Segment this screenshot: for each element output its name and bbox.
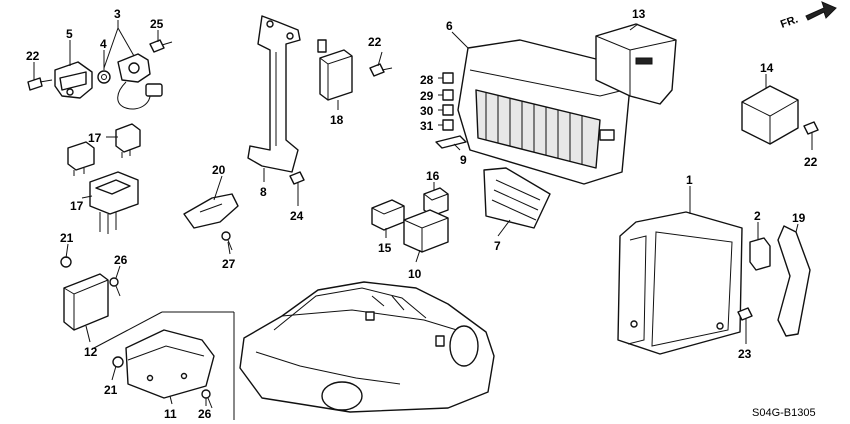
callout: 8: [260, 185, 267, 199]
callout: 19: [792, 211, 806, 225]
callout: 20: [212, 163, 226, 177]
part-6-fuse-box: [457, 39, 631, 185]
part-22-bolt-left: [27, 77, 53, 91]
fuse-31: [442, 119, 454, 131]
vehicle-silhouette: [239, 281, 495, 413]
callout: 7: [494, 239, 501, 253]
part-3-sensor: [117, 53, 163, 110]
callouts: 1 2 3 4 5 6 7 8 9 10 11 12 13 14 15 16 1…: [26, 7, 818, 421]
callout: 26: [198, 407, 212, 421]
callout: 21: [60, 231, 74, 245]
callout: 22: [26, 49, 40, 63]
callout: 11: [164, 407, 177, 421]
part-21-nut-lower: [112, 356, 124, 368]
callout: 28: [420, 73, 434, 87]
callout: 27: [222, 257, 236, 271]
callout: 25: [150, 17, 164, 31]
part-19-bracket: [777, 225, 811, 337]
part-11-module: [125, 329, 215, 399]
callout: 17: [88, 131, 102, 145]
callout: 3: [114, 7, 121, 21]
callout: 14: [760, 61, 774, 75]
callout: 29: [420, 89, 434, 103]
callout: 21: [104, 383, 118, 397]
part-12-relay-bracket: [63, 273, 109, 331]
inset-box: [93, 311, 235, 420]
callout: 12: [84, 345, 98, 359]
callout: 1: [686, 173, 693, 187]
part-13-module: [595, 23, 677, 105]
fuse-box-grid: [485, 92, 583, 164]
callout: 4: [100, 37, 107, 51]
part-2-connector: [749, 237, 771, 271]
part-27-screw: [221, 231, 233, 251]
callout: 17: [70, 199, 84, 213]
callout: 2: [754, 209, 761, 223]
callout: 15: [378, 241, 392, 255]
part-20-bracket: [183, 193, 239, 229]
callout: 22: [368, 35, 382, 49]
callout: 22: [804, 155, 818, 169]
direction-label: FR.: [779, 13, 800, 30]
part-18-relay: [317, 39, 353, 101]
callout: 16: [426, 169, 440, 183]
part-24-bolt: [289, 171, 305, 196]
callout: 18: [330, 113, 344, 127]
part-9-fuse-puller: [435, 135, 467, 149]
fuse-30: [442, 104, 454, 116]
diagram-code: S04G-B1305: [752, 407, 816, 419]
part-26-screw-upper: [109, 277, 121, 297]
part-17-relay-socket: [89, 171, 139, 234]
callout: 30: [420, 104, 434, 118]
part-26-screw-lower: [201, 389, 213, 409]
part-4-nut: [97, 70, 111, 84]
part-25-bolt: [149, 39, 173, 53]
part-8-bracket: [247, 15, 301, 173]
callout: 10: [408, 267, 422, 281]
part-14-relay: [741, 85, 799, 145]
part-17-relay-upper: [115, 123, 141, 158]
callout: 26: [114, 253, 128, 267]
part-1-ecu: [617, 211, 743, 355]
callout: 9: [460, 153, 467, 167]
part-21-nut-upper: [60, 256, 72, 268]
part-16-relay: [423, 187, 449, 217]
callout: 23: [738, 347, 752, 361]
fuse-29: [442, 89, 454, 101]
callout: 6: [446, 19, 453, 33]
part-15-relay: [371, 199, 405, 231]
callout: 31: [420, 119, 434, 133]
front-direction-indicator: FR.: [779, 1, 837, 31]
fuse-28: [442, 72, 454, 84]
callout: 13: [632, 7, 646, 21]
part-22-bolt-right: [803, 121, 819, 146]
leader-lines: [33, 20, 813, 406]
callout: 24: [290, 209, 304, 223]
callout: 5: [66, 27, 73, 41]
part-22-bolt-mid: [369, 63, 393, 77]
part-7-relay-panel: [483, 167, 551, 229]
part-10-relay: [403, 209, 449, 253]
part-23-bolt: [737, 307, 753, 332]
part-5-bracket: [54, 61, 93, 99]
part-17-relay-lower: [67, 141, 95, 176]
